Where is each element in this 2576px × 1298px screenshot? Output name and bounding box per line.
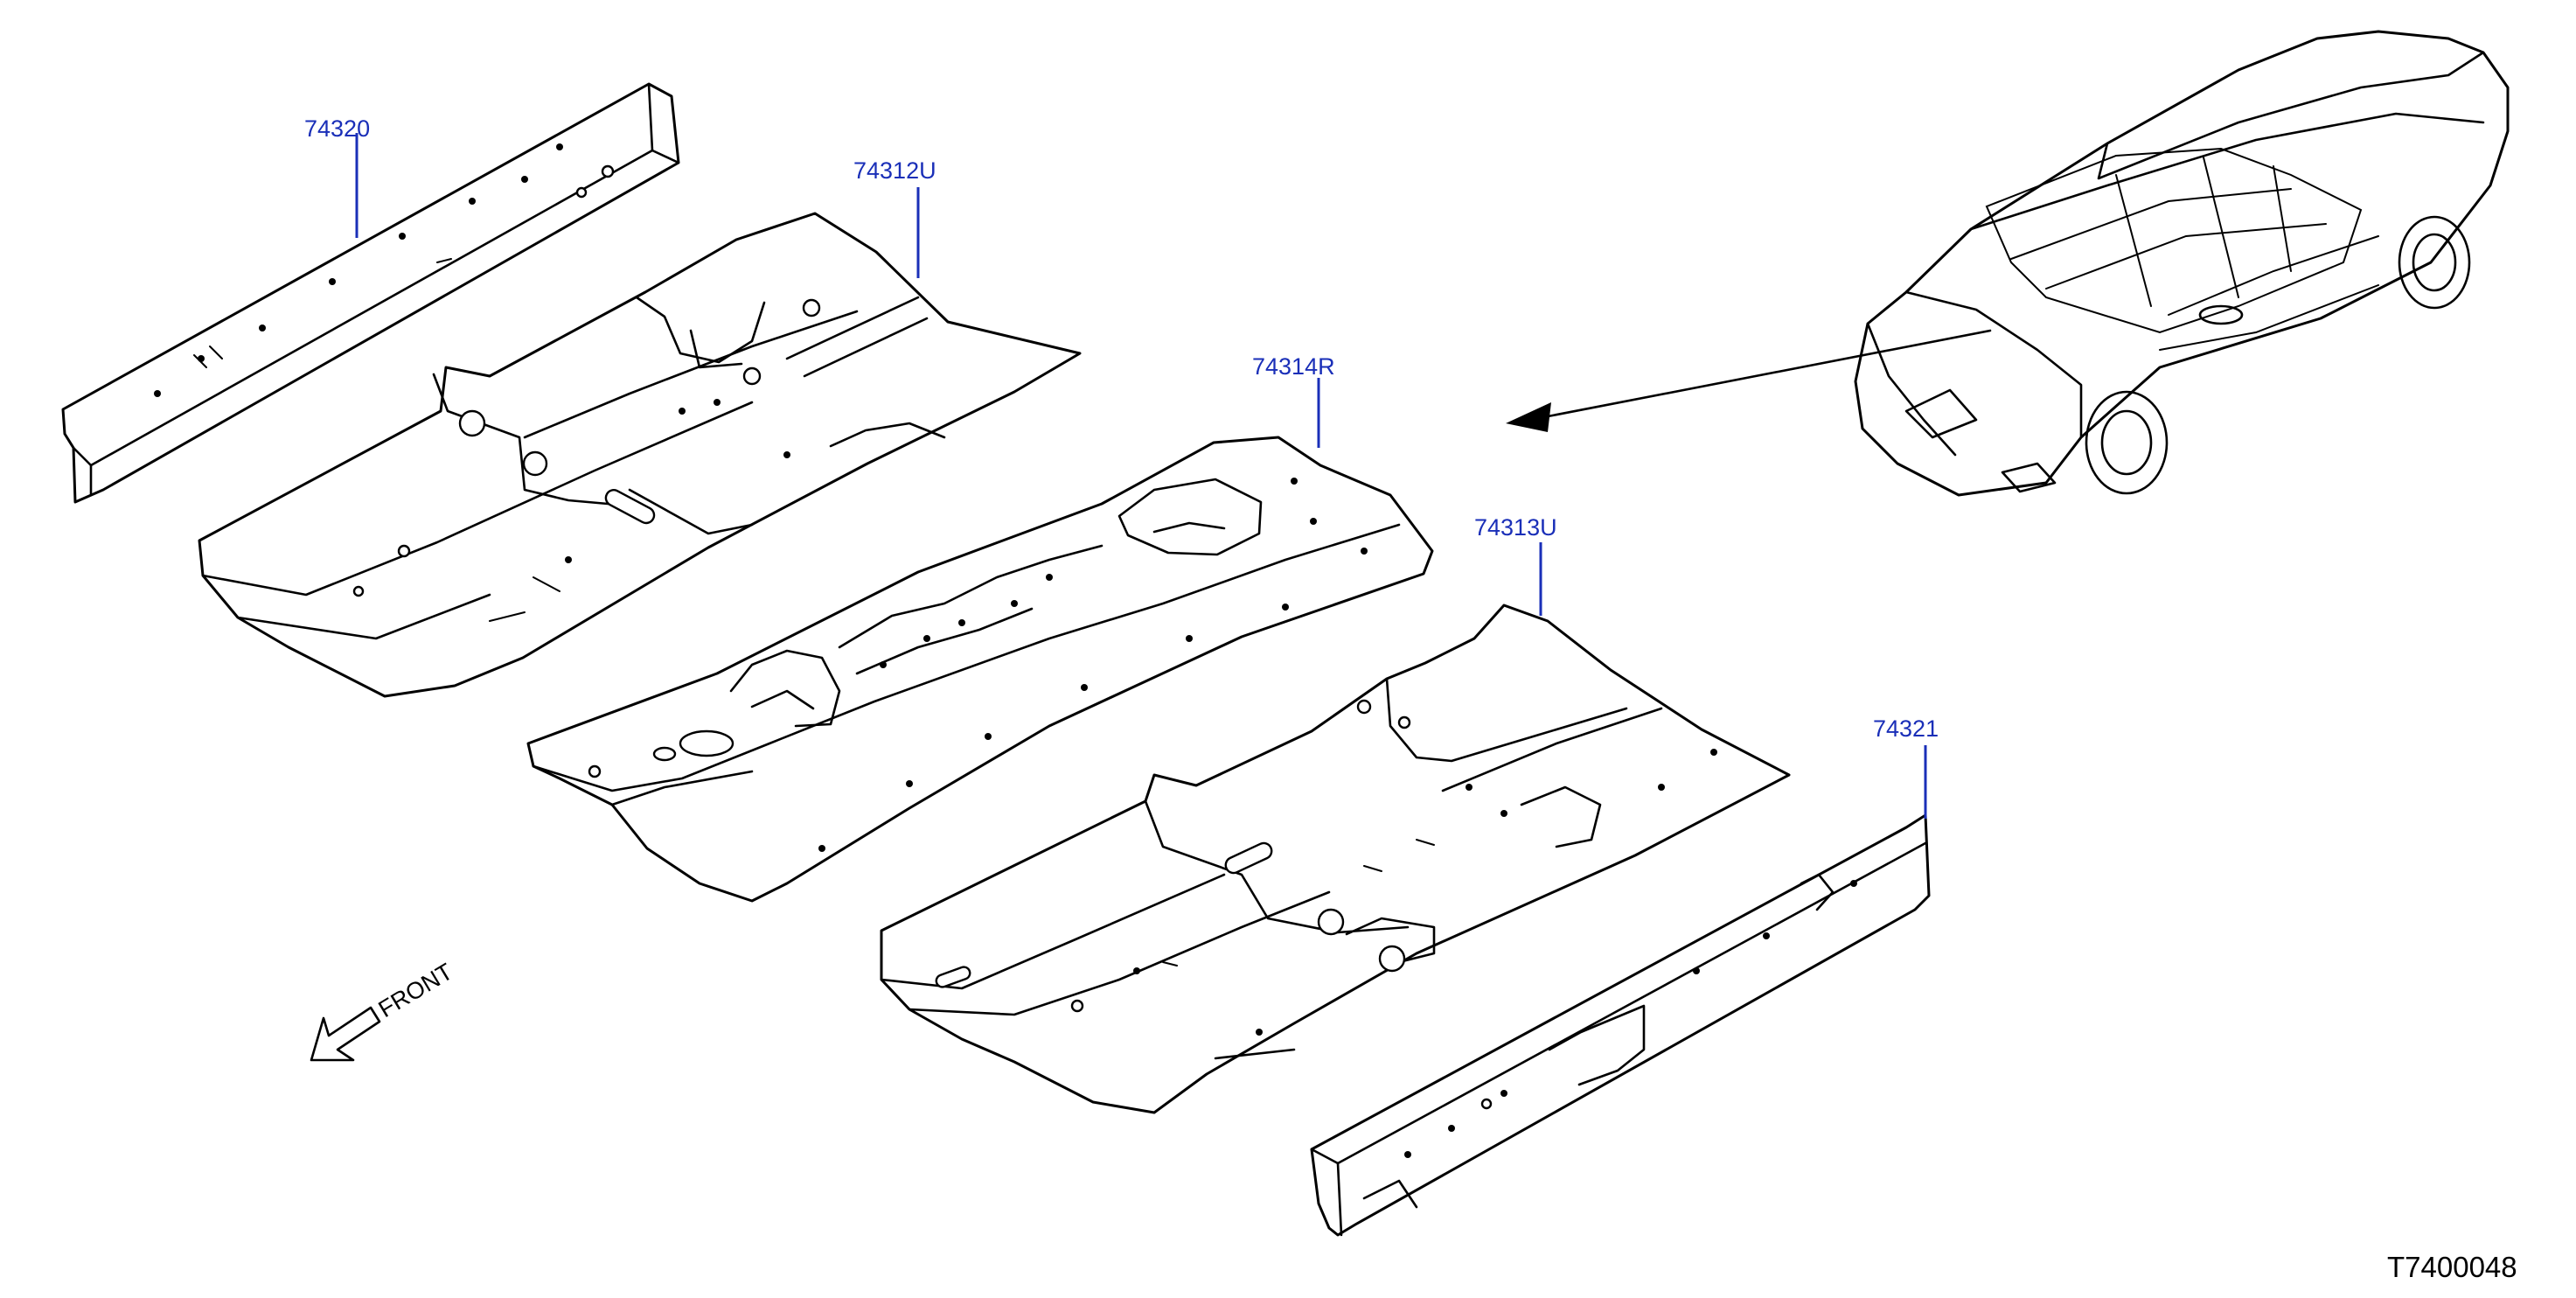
callout-74314R[interactable]: 74314R bbox=[1252, 353, 1335, 380]
part-74312U-drawing[interactable] bbox=[198, 212, 1082, 698]
vehicle-overview-drawing bbox=[1854, 30, 2510, 497]
part-74320-drawing[interactable] bbox=[61, 82, 680, 504]
callout-74320[interactable]: 74320 bbox=[304, 115, 370, 142]
part-74313U-drawing[interactable] bbox=[880, 604, 1791, 1114]
overview-pointer-arrowhead bbox=[1506, 402, 1551, 432]
front-direction-label: FRONT bbox=[374, 959, 457, 1023]
callout-74312U[interactable]: 74312U bbox=[853, 157, 936, 184]
front-direction-arrow-icon bbox=[310, 1006, 381, 1062]
callout-74321[interactable]: 74321 bbox=[1873, 715, 1939, 742]
callout-74313U[interactable]: 74313U bbox=[1474, 514, 1557, 541]
overview-pointer-line bbox=[1537, 329, 1992, 420]
part-74314R-drawing[interactable] bbox=[526, 436, 1434, 903]
reference-code: T7400048 bbox=[2387, 1251, 2517, 1283]
part-74321-drawing[interactable] bbox=[1310, 813, 1931, 1237]
